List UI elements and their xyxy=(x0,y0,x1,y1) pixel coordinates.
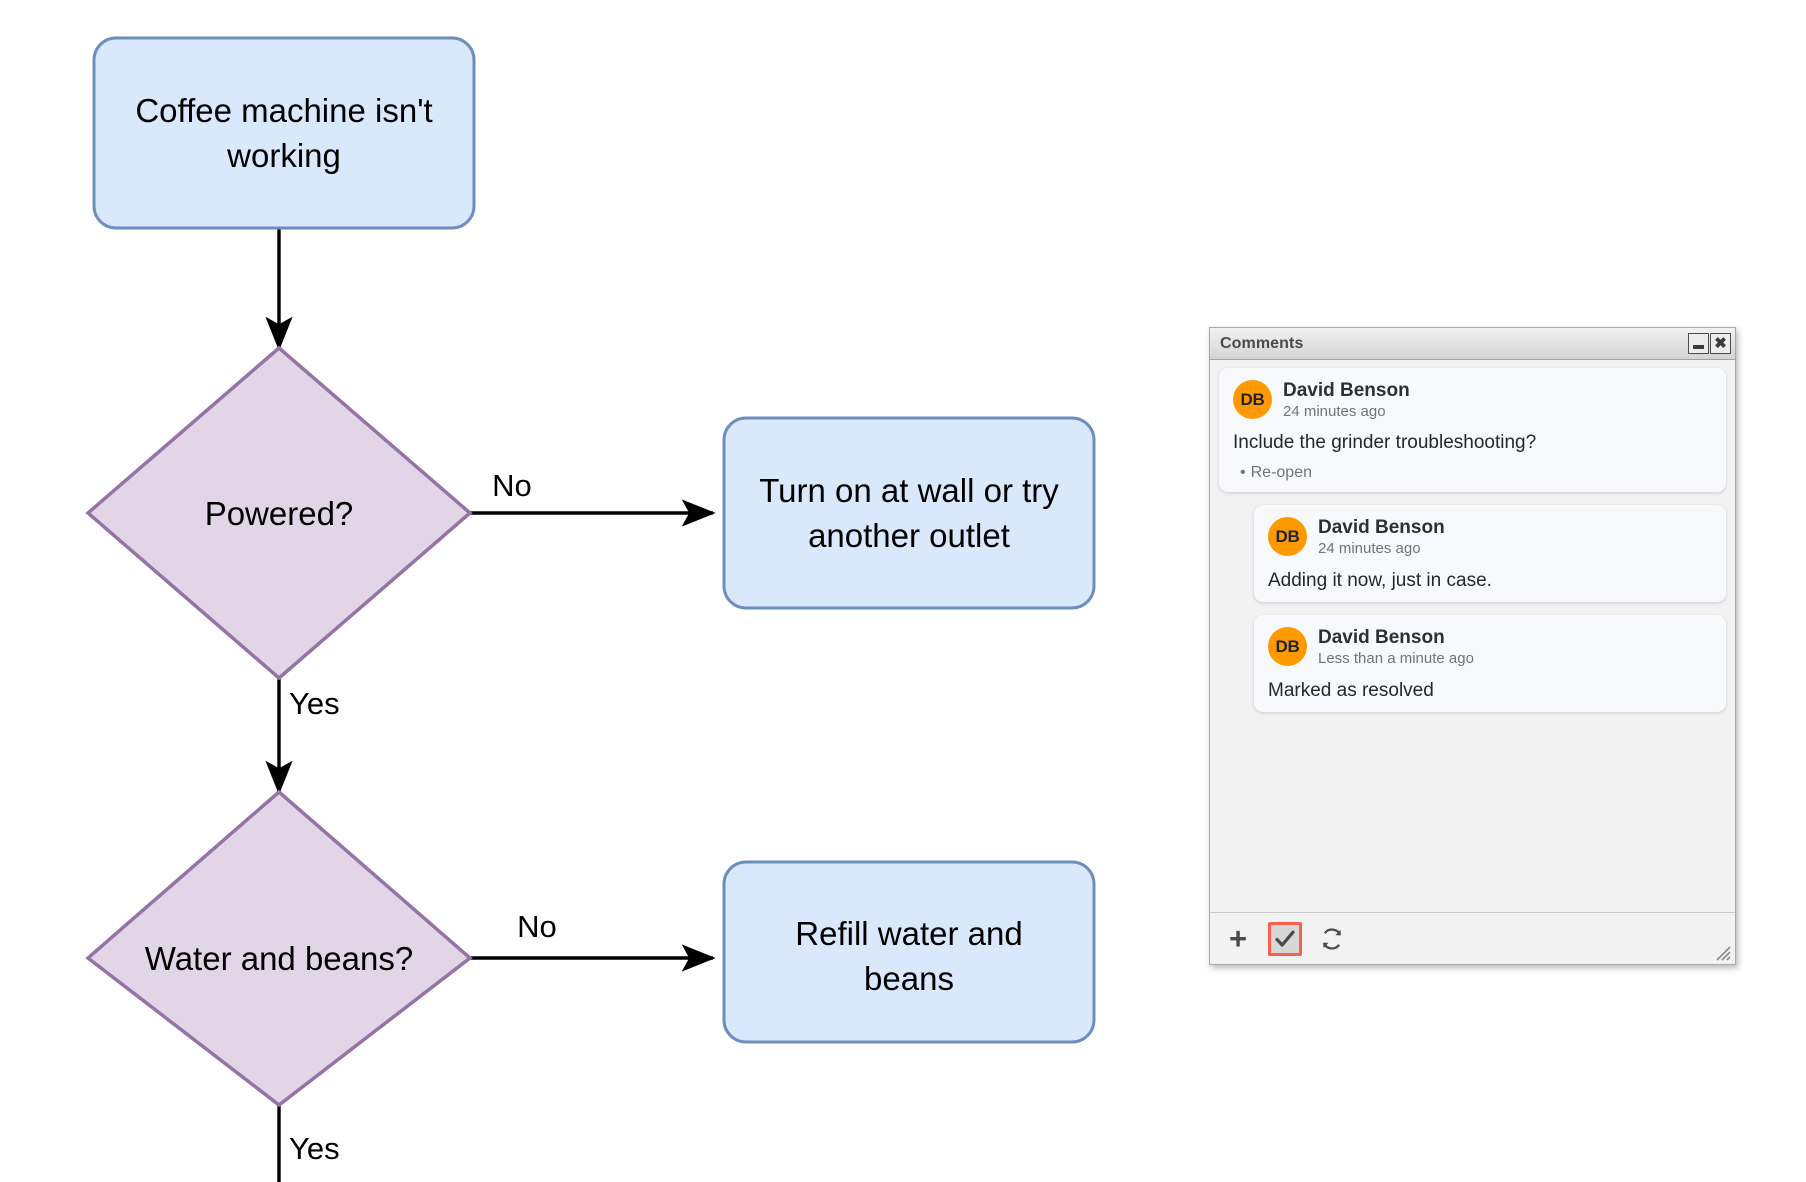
node-start[interactable] xyxy=(92,36,476,230)
avatar: DB xyxy=(1268,517,1307,557)
comment-text: Adding it now, just in case. xyxy=(1268,569,1492,591)
comment-timestamp: Less than a minute ago xyxy=(1318,650,1474,668)
node-refill-label-line1: Refill water and xyxy=(795,915,1022,952)
comment-meta: David Benson Less than a minute ago xyxy=(1318,627,1474,667)
comments-toolbar: + xyxy=(1210,912,1735,964)
comment-meta: David Benson 24 minutes ago xyxy=(1283,380,1410,420)
close-icon[interactable]: ✖ xyxy=(1710,333,1731,354)
node-waterbeans[interactable] xyxy=(85,789,473,1108)
add-comment-button[interactable]: + xyxy=(1221,922,1255,956)
node-start-label-line2: working xyxy=(226,137,341,174)
comment-author: David Benson xyxy=(1283,380,1410,401)
avatar: DB xyxy=(1233,380,1272,419)
node-refill-label-line2: beans xyxy=(864,960,954,997)
comment-timestamp: 24 minutes ago xyxy=(1318,540,1421,558)
edge-label-powered-yes: Yes xyxy=(289,686,340,721)
plus-icon: + xyxy=(1228,921,1248,956)
comment-header: DB David Benson Less than a minute ago xyxy=(1268,627,1712,667)
minimize-bar xyxy=(1693,345,1704,349)
bullet-icon: • xyxy=(1240,464,1246,482)
comments-window-title: Comments xyxy=(1220,334,1304,352)
node-powered[interactable] xyxy=(85,345,473,681)
resolve-toggle-button[interactable] xyxy=(1268,921,1302,956)
comment-card[interactable]: DB David Benson 24 minutes ago Adding it… xyxy=(1254,505,1726,603)
node-waterbeans-label: Water and beans? xyxy=(145,940,413,977)
node-outlet[interactable] xyxy=(722,416,1096,610)
node-refill[interactable] xyxy=(722,860,1096,1044)
node-start-label-line1: Coffee machine isn't xyxy=(135,92,432,129)
window-controls: ✖ xyxy=(1688,333,1731,354)
edge-label-powered-no: No xyxy=(492,468,532,503)
edge-label-water-yes: Yes xyxy=(289,1131,340,1166)
minimize-icon[interactable] xyxy=(1688,333,1709,354)
reopen-label: Re-open xyxy=(1250,464,1312,482)
comment-timestamp: 24 minutes ago xyxy=(1283,402,1386,420)
comment-text: Marked as resolved xyxy=(1268,679,1434,701)
comments-list: DB David Benson 24 minutes ago Include t… xyxy=(1210,360,1735,912)
comment-meta: David Benson 24 minutes ago xyxy=(1318,517,1445,557)
node-outlet-label-line2: another outlet xyxy=(808,517,1010,554)
resize-grip-icon[interactable] xyxy=(1714,944,1731,961)
comments-window[interactable]: Comments ✖ DB David Benson 24 minutes ag… xyxy=(1209,327,1736,965)
reopen-action[interactable]: •Re-open xyxy=(1240,464,1312,481)
avatar: DB xyxy=(1268,627,1307,667)
comment-card[interactable]: DB David Benson 24 minutes ago Include t… xyxy=(1219,368,1726,493)
comment-text: Include the grinder troubleshooting? xyxy=(1233,432,1537,454)
node-outlet-label-line1: Turn on at wall or try xyxy=(759,472,1059,509)
node-powered-label: Powered? xyxy=(205,495,354,532)
close-glyph: ✖ xyxy=(1714,335,1727,352)
comment-author: David Benson xyxy=(1318,517,1445,539)
edge-label-water-no: No xyxy=(517,909,557,944)
comment-header: DB David Benson 24 minutes ago xyxy=(1233,380,1712,420)
comment-actions: •Re-open xyxy=(1233,464,1712,482)
comment-card[interactable]: DB David Benson Less than a minute ago M… xyxy=(1254,615,1726,713)
comment-author: David Benson xyxy=(1318,627,1445,649)
comments-window-titlebar[interactable]: Comments ✖ xyxy=(1210,328,1735,360)
comment-header: DB David Benson 24 minutes ago xyxy=(1268,517,1712,557)
refresh-button[interactable] xyxy=(1315,922,1349,956)
refresh-icon xyxy=(1322,927,1342,950)
check-icon xyxy=(1275,930,1295,947)
